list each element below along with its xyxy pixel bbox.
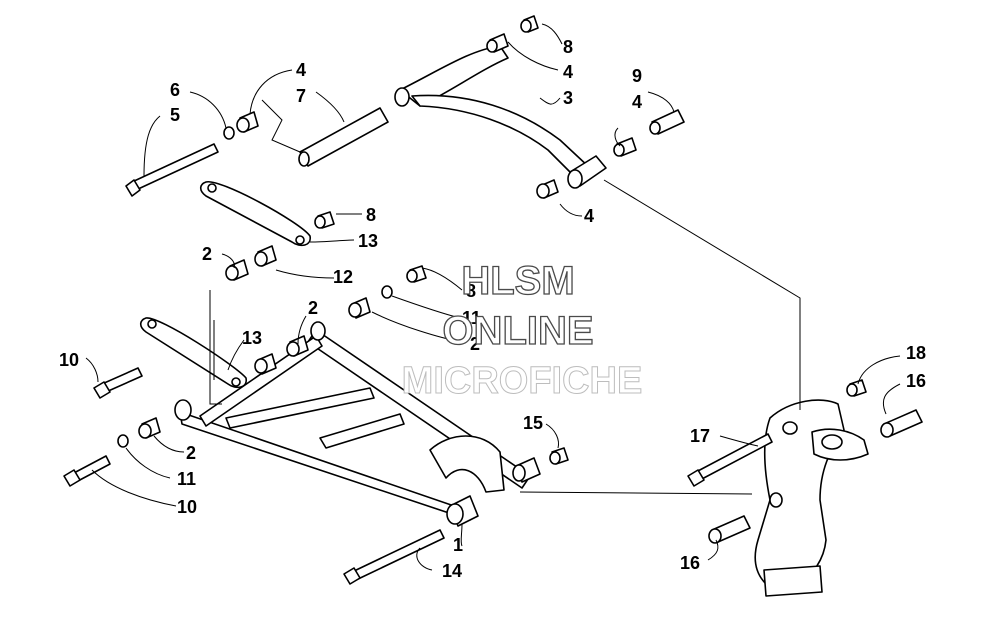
- upper-link: [199, 181, 335, 247]
- callout-4-d: 4: [296, 60, 306, 80]
- callout-1: 1: [453, 535, 463, 555]
- lower-bolts: [63, 367, 445, 585]
- callout-11-b: 11: [177, 469, 196, 489]
- lower-link: [139, 317, 247, 389]
- callout-10-a: 10: [59, 350, 79, 370]
- upper-bolt: [125, 107, 389, 197]
- callout-7: 7: [296, 86, 306, 106]
- callout-17: 17: [690, 426, 710, 446]
- callout-16-a: 16: [906, 371, 926, 391]
- lower-a-arm: [174, 321, 541, 527]
- callout-13-b: 13: [242, 328, 262, 348]
- callout-8-c: 8: [466, 281, 476, 301]
- callout-8-b: 8: [366, 205, 376, 225]
- callout-9: 9: [632, 66, 642, 86]
- watermark-line-3: MICROFICHE: [402, 360, 643, 402]
- assembly-lines: [85, 23, 901, 571]
- callout-3: 3: [563, 88, 573, 108]
- callout-4-a: 4: [563, 62, 573, 82]
- callout-18: 18: [906, 343, 926, 363]
- callout-2-b: 2: [470, 334, 480, 354]
- callout-2-a: 2: [202, 244, 212, 264]
- watermark-line-1: HLSM: [461, 259, 574, 303]
- watermark: HLSM ONLINE MICROFICHE: [401, 258, 643, 402]
- lower-bushings: [117, 245, 569, 465]
- callout-16-b: 16: [680, 553, 700, 573]
- callout-10-b: 10: [177, 497, 197, 517]
- callout-13-a: 13: [358, 231, 378, 251]
- callout-2-d: 2: [186, 443, 196, 463]
- callout-8-a: 8: [563, 37, 573, 57]
- callout-14: 14: [442, 561, 462, 581]
- callout-2-c: 2: [308, 298, 318, 318]
- callout-4-c: 4: [584, 206, 594, 226]
- watermark-line-2: ONLINE: [442, 309, 593, 353]
- callout-6: 6: [170, 80, 180, 100]
- callout-5: 5: [170, 105, 180, 125]
- upper-a-arm: [394, 45, 607, 189]
- callout-15: 15: [523, 413, 543, 433]
- upper-bushings: [223, 15, 685, 199]
- callout-11-a: 11: [462, 308, 481, 328]
- steering-knuckle: [687, 379, 923, 597]
- callout-4-b: 4: [632, 92, 642, 112]
- callout-labels: 8 4 3 9 4 4 6 5 4 7 8 13 2 12 8 11 2 2 1…: [59, 37, 926, 581]
- callout-12: 12: [333, 267, 353, 287]
